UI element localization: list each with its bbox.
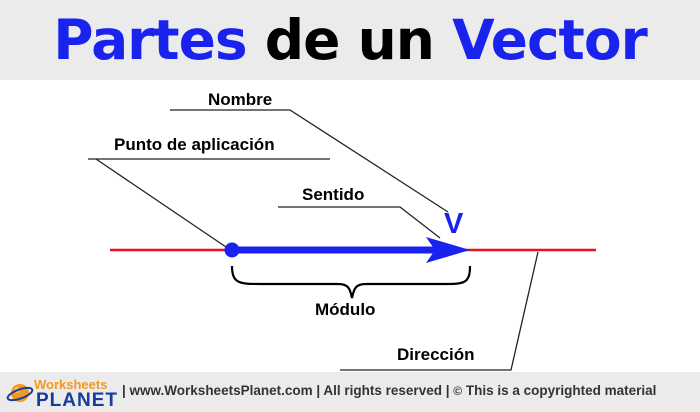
- leader-punto-diagonal: [95, 158, 227, 248]
- title-word-de-un: de un: [264, 8, 435, 72]
- footer-rights: All rights reserved: [323, 383, 442, 398]
- planet-icon: [6, 384, 34, 402]
- label-nombre: Nombre: [208, 90, 272, 109]
- label-direccion: Dirección: [397, 345, 474, 364]
- label-modulo: Módulo: [315, 300, 375, 319]
- footer-separator: |: [445, 383, 450, 398]
- site-logo: Worksheets PLANET: [6, 376, 118, 411]
- footer-website-link[interactable]: www.WorksheetsPlanet.com: [129, 383, 313, 398]
- title-word-vector: Vector: [452, 8, 648, 72]
- copyright-icon: ©: [453, 384, 463, 398]
- logo-text-planet: PLANET: [36, 390, 118, 411]
- leader-direccion: [340, 251, 539, 371]
- vector-diagram: Nombre Punto de aplicación Sentido V Mód…: [88, 90, 596, 371]
- leader-sentido: [278, 206, 441, 239]
- footer-bar: [0, 372, 700, 412]
- title-word-partes: Partes: [53, 8, 247, 72]
- leader-lines: [88, 109, 539, 371]
- leader-nombre: [170, 109, 449, 213]
- label-vector-name: V: [444, 208, 464, 240]
- module-brace: [230, 265, 472, 299]
- label-punto-aplicacion: Punto de aplicación: [114, 135, 275, 154]
- footer-separator: |: [122, 383, 126, 398]
- title-band: [0, 0, 700, 80]
- logo-text-worksheets: Worksheets: [34, 377, 108, 392]
- footer-copyright: This is a copyrighted material: [465, 383, 657, 398]
- footer-text: | www.WorksheetsPlanet.com | All rights …: [122, 383, 656, 398]
- footer-separator: |: [316, 383, 321, 398]
- application-point: [224, 242, 240, 258]
- label-sentido: Sentido: [302, 185, 364, 204]
- vector-arrowhead: [426, 237, 470, 263]
- page-title: Partes de un Vector: [0, 0, 700, 80]
